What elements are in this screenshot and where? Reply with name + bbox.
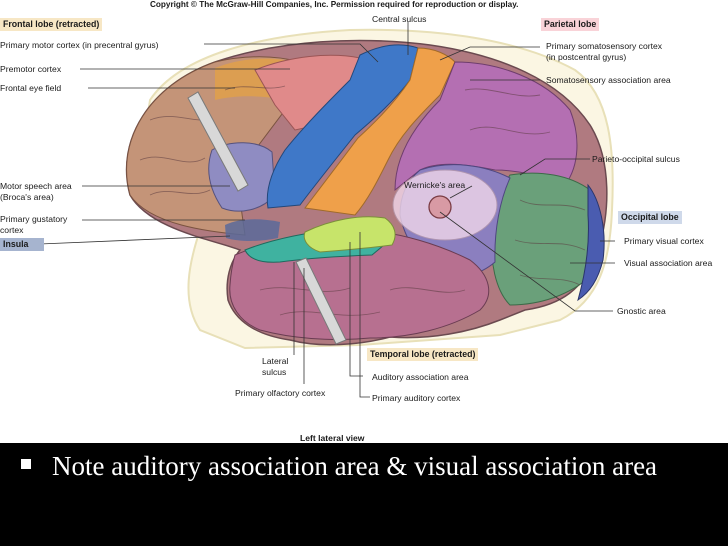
view-caption: Left lateral view: [300, 433, 365, 443]
retractor-upper: [187, 91, 249, 192]
lateral-sulcus-label-line2: sulcus: [262, 367, 287, 377]
temporal-lobe-label: Temporal lobe (retracted): [367, 348, 479, 361]
primary-olfactory-cortex-label: Primary olfactory cortex: [235, 388, 326, 398]
bullet-text: Note auditory association area & visual …: [52, 451, 658, 481]
bullet-marker: [21, 459, 31, 469]
primary-motor-cortex-label: Primary motor cortex (in precentral gyru…: [0, 40, 159, 50]
auditory-association-area-label: Auditory association area: [372, 372, 469, 382]
visual-association-area-label: Visual association area: [624, 258, 713, 268]
gnostic-area-label: Gnostic area: [617, 306, 666, 316]
frontal-eye-field-label: Frontal eye field: [0, 83, 62, 93]
wernicke-area-center: [428, 195, 452, 219]
lateral-sulcus-label-line1: Lateral: [262, 356, 289, 366]
primary-auditory-cortex-region: [303, 216, 396, 253]
motor-speech-area-label-line2: (Broca's area): [0, 192, 54, 202]
frontal-lobe-label: Frontal lobe (retracted): [0, 18, 103, 31]
retractor-lower: [295, 257, 347, 345]
primary-somatosensory-label-line2: (in postcentral gyrus): [546, 52, 627, 62]
brain-illustration: [39, 22, 615, 398]
primary-auditory-cortex-label: Primary auditory cortex: [372, 393, 461, 403]
parietal-lobe-label: Parietal lobe: [541, 18, 600, 31]
slide-bullet-area: Note auditory association area & visual …: [0, 443, 728, 546]
primary-visual-cortex-region: [577, 183, 605, 302]
wernickes-area-label: Wernicke's area: [404, 180, 466, 190]
primary-somatosensory-label-line1: Primary somatosensory cortex: [546, 41, 663, 51]
motor-speech-area-label-line1: Motor speech area: [0, 181, 72, 191]
premotor-cortex-label: Premotor cortex: [0, 64, 62, 74]
insula-region: [225, 219, 280, 241]
primary-visual-cortex-label: Primary visual cortex: [624, 236, 704, 246]
occipital-lobe-label: Occipital lobe: [618, 211, 682, 224]
primary-gustatory-label-line2: cortex: [0, 225, 24, 235]
insula-label: Insula: [0, 238, 44, 251]
somatosensory-association-label: Somatosensory association area: [546, 75, 671, 85]
brain-diagram: Copyright © The McGraw-Hill Companies, I…: [0, 0, 713, 443]
parieto-occipital-sulcus-label: Parieto-occipital sulcus: [592, 154, 680, 164]
primary-gustatory-label-line1: Primary gustatory: [0, 214, 68, 224]
leader-lines: [39, 22, 615, 398]
central-sulcus-label: Central sulcus: [372, 14, 427, 24]
copyright-notice: Copyright © The McGraw-Hill Companies, I…: [150, 0, 519, 9]
